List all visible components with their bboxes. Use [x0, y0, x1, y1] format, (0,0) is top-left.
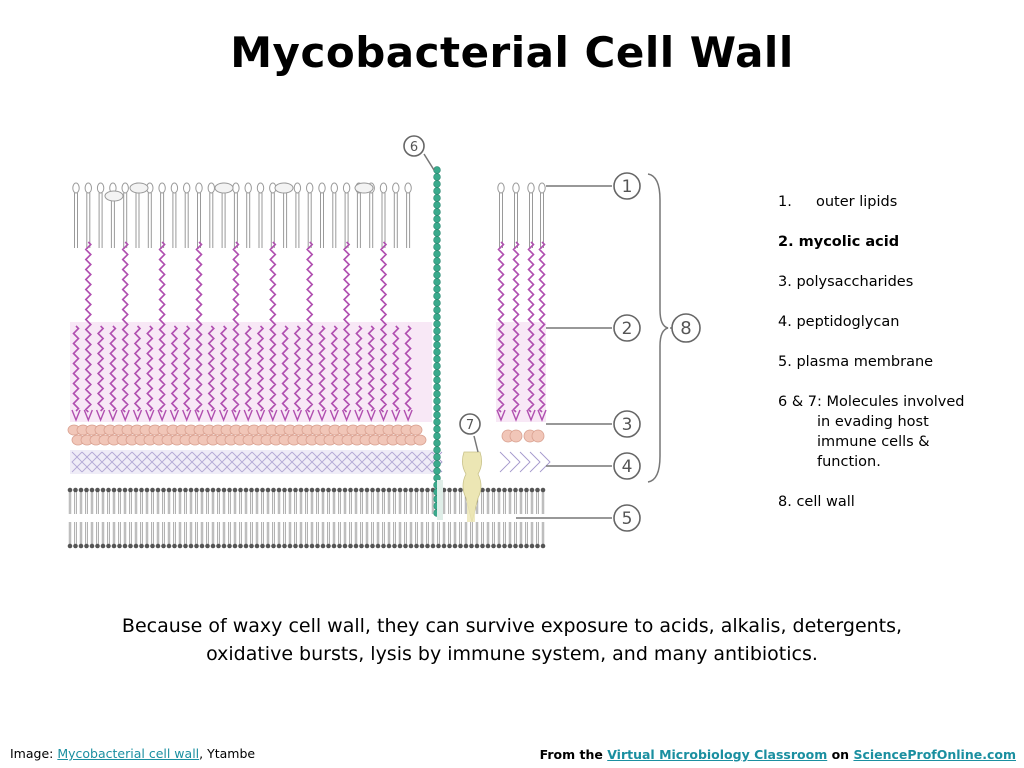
callout-4: 4 — [622, 457, 633, 477]
source-credit: From the Virtual Microbiology Classroom … — [539, 747, 1016, 762]
legend-item-1: 1.outer lipids — [778, 194, 898, 210]
mycolic-acid-layer — [71, 241, 547, 422]
caption-line-2: oxidative bursts, lysis by immune system… — [206, 643, 818, 665]
molecule-6-chain — [433, 166, 443, 520]
peptidoglycan-layer — [70, 450, 551, 474]
callout-8: 8 — [680, 318, 691, 339]
polysaccharide-layer — [67, 424, 545, 446]
slide-title: Mycobacterial Cell Wall — [230, 28, 794, 77]
caption-line-1: Because of waxy cell wall, they can surv… — [121, 615, 903, 637]
callout-6: 6 — [410, 140, 418, 155]
caption: Because of waxy cell wall, they can surv… — [40, 612, 984, 668]
site-link[interactable]: ScienceProfOnline.com — [853, 747, 1016, 762]
legend-item-2: 2. mycolic acid — [778, 234, 900, 250]
classroom-link[interactable]: Virtual Microbiology Classroom — [607, 747, 828, 762]
legend-item-5: 5. plasma membrane — [778, 354, 934, 370]
legend-item-4: 4. peptidoglycan — [778, 314, 900, 330]
image-source-link[interactable]: Mycobacterial cell wall — [57, 746, 200, 761]
legend-item-3: 3. polysaccharides — [778, 274, 914, 290]
molecule-7 — [462, 451, 482, 523]
callout-5: 5 — [622, 509, 633, 529]
legend-item-8: 8. cell wall — [778, 494, 855, 510]
legend-item-6-7: 6 & 7: Molecules involved in evading hos… — [778, 394, 965, 470]
outer-lipids-layer — [72, 182, 546, 248]
callout-1: 1 — [622, 177, 633, 197]
callout-2: 2 — [622, 319, 633, 339]
callout-7: 7 — [466, 418, 474, 433]
mycolic-acid-band-right — [496, 322, 546, 422]
image-credit: Image: Mycobacterial cell wall, Ytambe — [10, 746, 256, 761]
cell-wall-diagram: 1 2 3 4 5 6 7 8 — [67, 135, 701, 549]
plasma-membrane-layer — [67, 487, 546, 549]
legend: 1.outer lipids 2. mycolic acid 3. polysa… — [778, 192, 1008, 532]
callout-3: 3 — [622, 415, 633, 435]
